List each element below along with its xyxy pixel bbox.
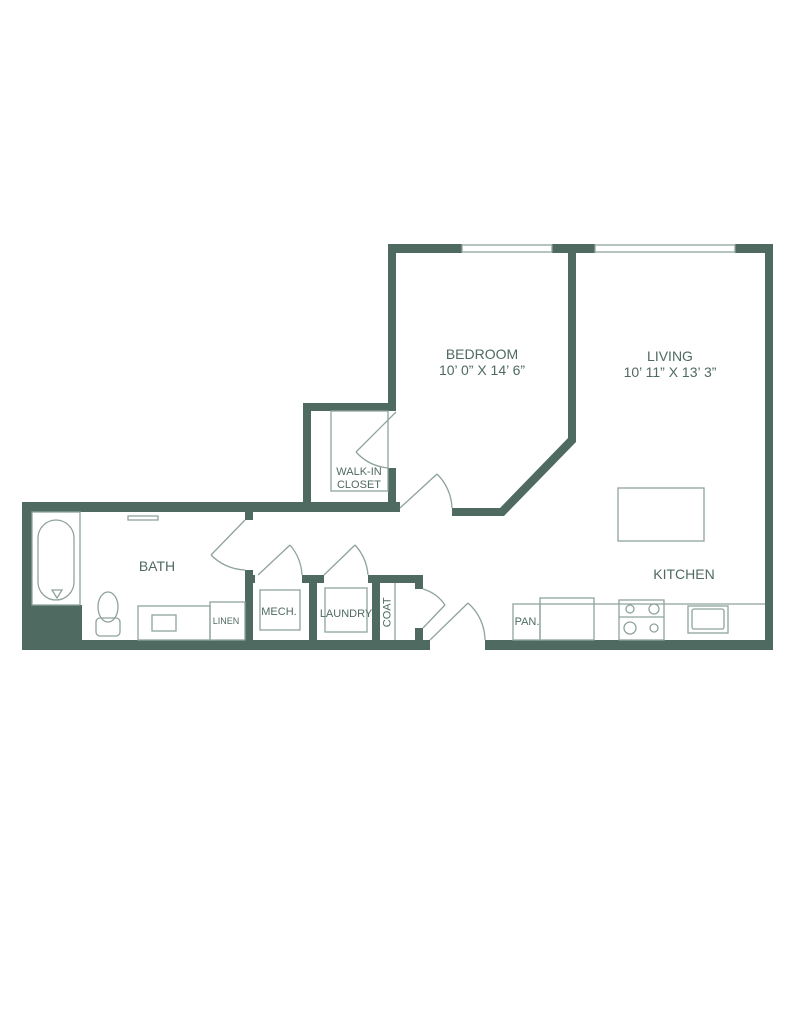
doors xyxy=(210,411,486,641)
bedroom-name: BEDROOM xyxy=(445,346,519,362)
living-name: LIVING xyxy=(647,348,693,364)
closet-line1: WALK-IN xyxy=(336,466,382,478)
bath-label: BATH xyxy=(138,558,176,574)
closet-line2: CLOSET xyxy=(336,478,381,491)
fixtures xyxy=(31,410,765,641)
coat-label: COAT xyxy=(381,597,394,628)
mech-label: MECH. xyxy=(261,606,297,618)
walls xyxy=(22,244,773,650)
kitchen-label: KITCHEN xyxy=(653,566,715,582)
laundry-label: LAUNDRY xyxy=(319,608,373,620)
bedroom-size: 10’ 0” X 14’ 6” xyxy=(438,362,526,379)
windows xyxy=(127,244,736,521)
pantry-label: PAN. xyxy=(514,616,540,628)
living-size: 10’ 11” X 13’ 3” xyxy=(623,364,717,381)
linen-label: LINEN xyxy=(212,616,240,626)
